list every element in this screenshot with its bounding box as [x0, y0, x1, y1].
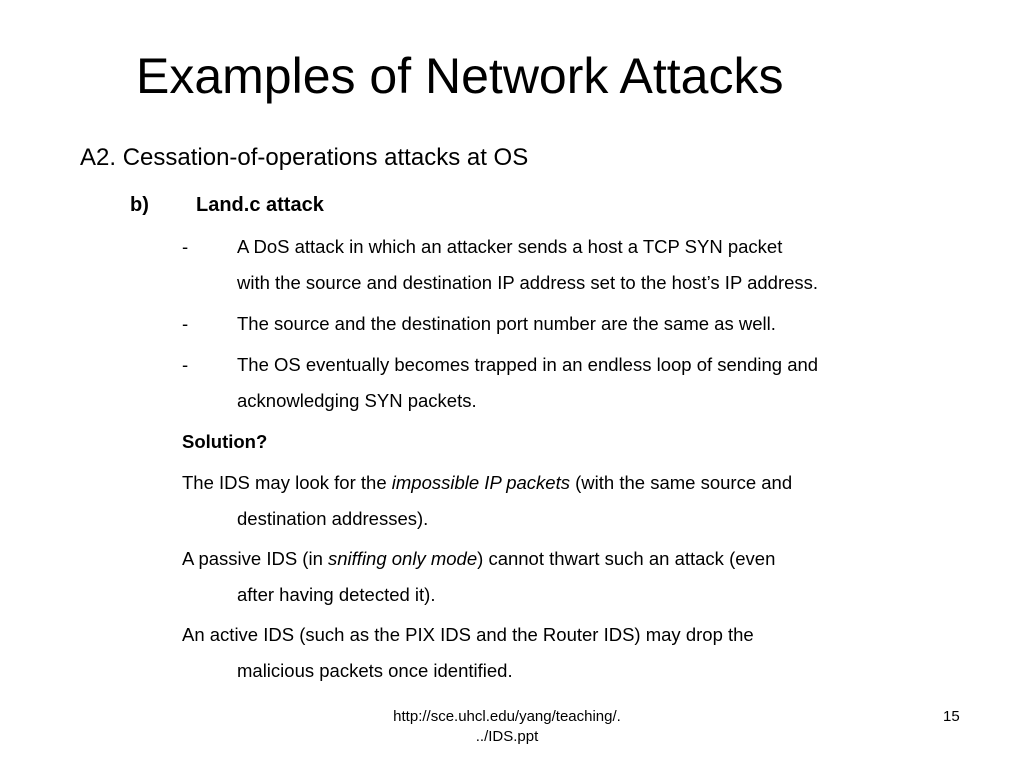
paragraph-continuation: destination addresses).	[237, 508, 429, 529]
paragraph-text: An active IDS (such as the PIX IDS and t…	[182, 624, 754, 645]
bullet-marker: -	[182, 313, 189, 334]
level2-marker: b)	[130, 194, 149, 216]
slide-title: Examples of Network Attacks	[136, 48, 784, 104]
footer-url-line: ../IDS.ppt	[475, 728, 539, 745]
level2-text: Land.c attack	[196, 194, 324, 216]
page-number: 15	[943, 708, 960, 725]
paragraph-text: ) cannot thwart such an attack (even	[477, 548, 776, 569]
solution-paragraph: A passive IDS (in sniffing only mode) ca…	[182, 541, 776, 605]
paragraph-emphasis: impossible IP packets	[391, 472, 570, 493]
solution-paragraph: The IDS may look for the impossible IP p…	[182, 465, 793, 529]
paragraph-emphasis: sniffing only mode	[328, 548, 478, 569]
bullet-marker: -	[182, 354, 189, 375]
paragraph-text: (with the same source and	[570, 472, 793, 493]
footer-url-line: http://sce.uhcl.edu/yang/teaching/.	[393, 708, 621, 725]
solution-label: Solution?	[182, 431, 268, 452]
paragraph-text: A passive IDS (in	[182, 548, 329, 569]
footer-url[interactable]: http://sce.uhcl.edu/yang/teaching/. ../I…	[336, 707, 678, 747]
bullet-line: The OS eventually becomes trapped in an …	[237, 354, 819, 375]
bullet-line: with the source and destination IP addre…	[237, 272, 819, 293]
paragraph-continuation: after having detected it).	[237, 584, 436, 605]
level1-heading: A2. Cessation-of-operations attacks at O…	[80, 144, 529, 171]
bullet-line: acknowledging SYN packets.	[237, 390, 477, 411]
bullet-marker: -	[182, 236, 189, 257]
paragraph-continuation: malicious packets once identified.	[237, 660, 513, 681]
paragraph-text: The IDS may look for the	[182, 472, 392, 493]
bullet-line: The source and the destination port numb…	[237, 313, 776, 334]
solution-paragraph: An active IDS (such as the PIX IDS and t…	[182, 617, 754, 681]
bullet-line: A DoS attack in which an attacker sends …	[237, 236, 783, 257]
